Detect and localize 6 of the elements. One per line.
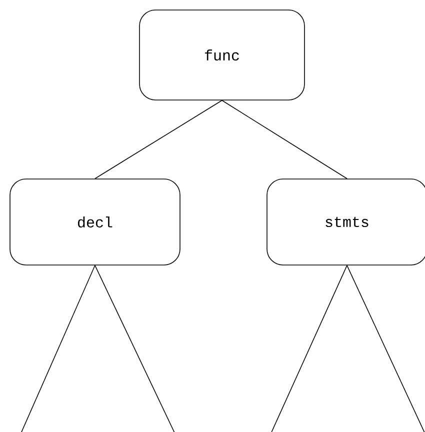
tree-edge [94, 100, 222, 179]
tree-node-box: stmts [266, 178, 425, 266]
tree-edge [222, 100, 348, 179]
tree-node-box: func [139, 10, 305, 100]
tree-node-box: decl [10, 178, 180, 266]
tree-edge [346, 265, 425, 432]
